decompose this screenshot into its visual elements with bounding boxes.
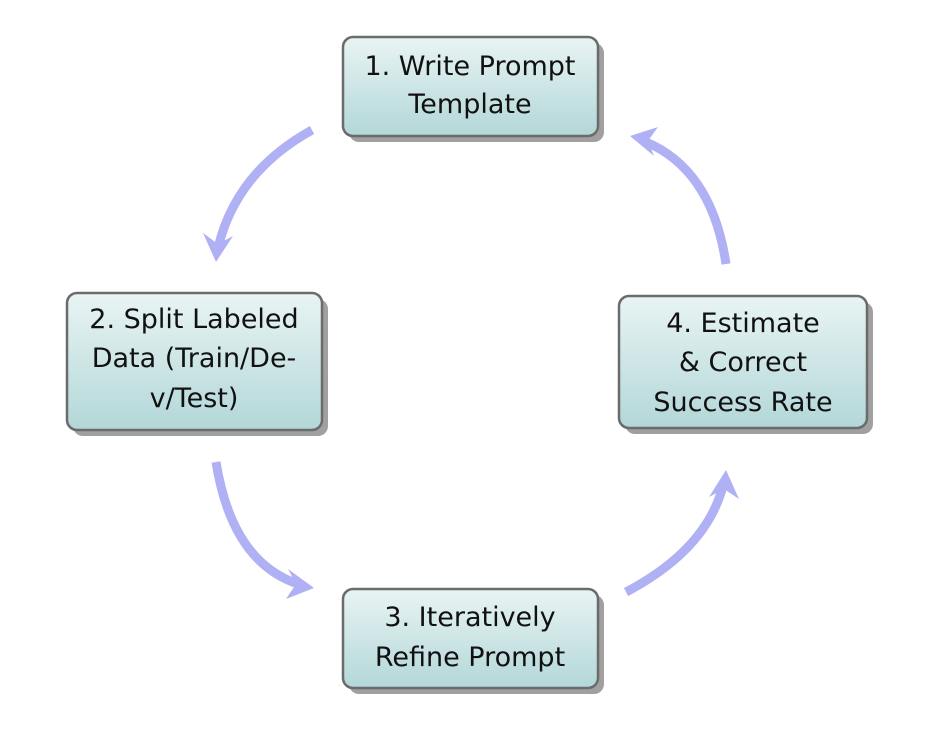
arrow-4-to-1 [644, 137, 731, 265]
node-step-4: 4. Estimate & Correct Success Rate [617, 294, 873, 434]
node-step-1-line-2: Template [407, 89, 531, 120]
node-step-1: 1. Write Prompt Template [341, 35, 604, 142]
arrowhead-4-to-1 [630, 127, 658, 156]
node-step-3: 3. Iteratively Refine Prompt [341, 587, 604, 694]
arrow-3-to-4 [623, 484, 728, 596]
arrowhead-1-to-2 [203, 233, 233, 262]
arrowhead-3-to-4 [709, 470, 739, 499]
arrowhead-2-to-3 [286, 569, 314, 599]
node-step-3-line-1: 3. Iteratively [384, 602, 555, 633]
node-step-4-line-3: Success Rate [653, 387, 832, 418]
node-step-4-line-1: 4. Estimate [666, 308, 820, 339]
arrow-1-to-2 [213, 126, 315, 250]
node-step-3-line-2: Refine Prompt [375, 642, 565, 673]
node-step-2-line-1: 2. Split Labeled [89, 304, 298, 335]
node-step-2-line-3: v/Test) [150, 383, 239, 414]
node-step-1-line-1: 1. Write Prompt [364, 51, 575, 82]
node-step-2-line-2: Data (Train/De- [92, 343, 297, 374]
node-step-4-line-2: & Correct [679, 347, 807, 378]
arrow-2-to-3 [211, 461, 300, 589]
node-step-2: 2. Split Labeled Data (Train/De- v/Test) [65, 291, 328, 436]
